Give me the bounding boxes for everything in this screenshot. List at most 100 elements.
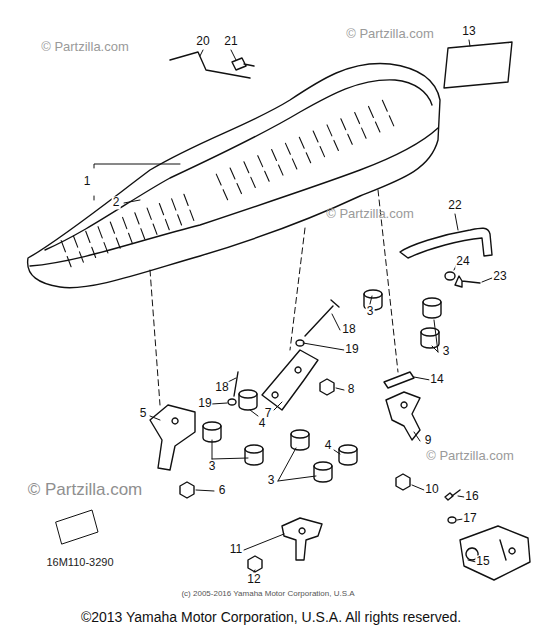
rubber-damper	[314, 462, 332, 482]
seat-rib	[98, 227, 102, 238]
seat-rib	[362, 128, 366, 138]
seat-rib	[265, 171, 269, 181]
callout-number: 23	[492, 270, 507, 283]
seat-rib	[184, 194, 188, 205]
seat-bracket-plate	[262, 350, 318, 410]
seat-catch-bracket	[282, 518, 322, 560]
seat-lock	[460, 526, 530, 580]
seat-rib	[251, 177, 255, 187]
seat-rib	[230, 168, 235, 179]
seat-bolt	[232, 58, 254, 70]
seat-ribs	[61, 100, 394, 266]
seat-rib	[178, 215, 182, 225]
callout-number: 3	[267, 474, 276, 487]
nut	[396, 474, 410, 490]
rubber-dampers	[203, 290, 441, 482]
rubber-damper	[339, 445, 357, 465]
seat-rib	[165, 219, 169, 229]
callout-number: 3	[366, 305, 375, 318]
callout-number: 16	[464, 490, 479, 503]
seat-rib	[92, 247, 96, 257]
callout-number: 19	[197, 397, 212, 410]
callout-number: 3	[208, 460, 217, 473]
copyright-note: (c) 2005-2016 Yamaha Motor Corporation, …	[181, 590, 354, 599]
seat-rib	[223, 190, 227, 200]
seat-rib	[104, 243, 108, 253]
seat-rib	[375, 122, 379, 132]
watermark: © Partzilla.com	[346, 27, 434, 41]
washer	[448, 517, 456, 523]
callout-number: 13	[461, 25, 476, 38]
seat-strap	[400, 228, 492, 258]
callout-number: 18	[214, 381, 229, 394]
seat-rib	[299, 137, 304, 148]
seat-rib	[190, 210, 194, 220]
callout-number: 2	[112, 196, 121, 209]
callout-number: 5	[139, 407, 148, 420]
watermark: © Partzilla.com	[28, 481, 143, 500]
callout-number: 12	[246, 573, 261, 586]
seat-rib	[244, 162, 249, 173]
rubber-damper	[291, 430, 309, 450]
rubber-damper	[423, 298, 441, 318]
seat-rib	[369, 106, 374, 117]
drawing-code: 16M110-3290	[46, 556, 113, 568]
seat-emblem	[444, 42, 512, 88]
callout-number: 14	[429, 373, 444, 386]
seat-rib	[382, 100, 387, 111]
seat-rib	[279, 165, 283, 175]
seat-rib	[258, 156, 263, 167]
callout-number: 11	[229, 543, 243, 556]
seat-rib	[306, 153, 310, 163]
seat-rib	[292, 159, 296, 169]
callout-number: 4	[324, 439, 333, 452]
seat-rib	[129, 233, 133, 243]
bolt	[234, 372, 238, 396]
seat-rib	[110, 222, 114, 233]
seat-seam	[30, 128, 438, 266]
seat-top-edge	[45, 80, 432, 250]
rubber-damper	[245, 445, 263, 465]
seat-rib	[216, 174, 221, 185]
seat-rib	[141, 229, 145, 239]
nut	[180, 482, 194, 498]
seat-rib	[237, 184, 241, 194]
callout-number: 18	[341, 323, 356, 336]
screw	[445, 490, 460, 500]
callout-number: 1	[83, 175, 92, 188]
callout-number: 21	[223, 35, 238, 48]
callout-number: 9	[424, 434, 433, 447]
seat-rib	[320, 147, 324, 157]
callout-number: 10	[424, 483, 439, 496]
bolt	[305, 300, 339, 336]
callout-number: 24	[455, 255, 470, 268]
seat-rib	[341, 119, 346, 130]
seat-rib	[285, 143, 290, 154]
seat-outline	[28, 63, 440, 287]
callout-number: 3	[442, 345, 451, 358]
seat-rib	[389, 116, 393, 126]
seat-rib	[348, 134, 352, 144]
seat-rib	[123, 217, 127, 228]
seat-rib	[313, 131, 318, 142]
callout-number: 6	[218, 484, 227, 497]
callout-number: 8	[347, 383, 356, 396]
nut	[248, 556, 262, 572]
copyright-line: ©2013 Yamaha Motor Corporation, U.S.A. A…	[81, 610, 461, 625]
nut	[320, 379, 334, 395]
callout-number: 19	[344, 343, 359, 356]
seat-rib	[272, 150, 277, 161]
seat-rib	[116, 238, 120, 248]
callout-number: 15	[475, 555, 490, 568]
seat-rib	[79, 252, 83, 262]
rubber-damper	[239, 390, 257, 410]
watermark: © Partzilla.com	[426, 449, 514, 463]
seat-rib	[61, 241, 65, 252]
seat-bracket	[150, 405, 195, 470]
washer	[228, 399, 236, 405]
alignment-lines	[150, 190, 398, 405]
watermark: © Partzilla.com	[41, 40, 129, 54]
watermark: © Partzilla.com	[326, 207, 414, 221]
